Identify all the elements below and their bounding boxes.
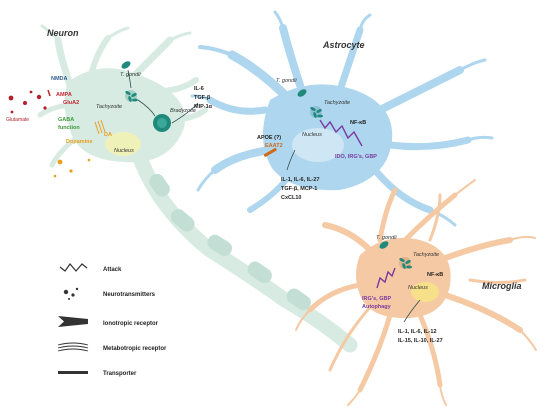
astrocyte-nfkb-label: NF-κB	[350, 120, 366, 126]
microglia-nucleus-label: Nucleus	[408, 285, 428, 291]
metabotropic-receptor-icon	[94, 119, 106, 135]
astrocyte-cytokines: IL-1, IL-6, IL-27 TGF-β, MCP-1 CxCL10	[281, 177, 320, 201]
neuron-title: Neuron	[47, 28, 79, 38]
neuron-parasite-icon	[121, 61, 131, 69]
microglia-cytokines: IL-1, IL-6, IL-12 IL-15, IL-10, IL-27	[398, 329, 443, 344]
astrocyte-tgondii-label: T. gondii	[276, 78, 297, 84]
microglia-cytokine-arrow	[403, 299, 421, 323]
microglia-tachyzoite-label: Tachyzoite	[413, 252, 439, 258]
attack-legend-icon	[59, 263, 88, 272]
microglia-nucleus	[411, 282, 439, 302]
metabotropic-legend-icon	[57, 342, 89, 352]
neurotransmitter-legend-icon	[63, 287, 79, 300]
neuron-nucleus-label: Nucleus	[114, 148, 134, 154]
astrocyte-title: Astrocyte	[322, 40, 365, 50]
microglia-title: Microglia	[482, 281, 522, 291]
neuron-cytokines: IL-6 TGF-β MIP-1α	[194, 86, 213, 110]
astrocyte-ido-label: IDO, IRG's, GBP	[335, 154, 377, 160]
microglia-nfkb-label: NF-κB	[427, 272, 443, 278]
astrocyte-parasite-icon	[297, 89, 307, 97]
astrocyte-attack-line	[319, 119, 363, 147]
gaba-label: GABA	[58, 117, 74, 123]
legend-neurotransmitters: Neurotransmitters	[103, 292, 156, 298]
ionotropic-legend-icon	[58, 316, 88, 327]
da-label: DA	[104, 132, 112, 138]
gaba-function-label: function	[58, 125, 80, 131]
neuron-bradyzoite-cyst	[153, 114, 171, 132]
glutamate-dots	[8, 90, 47, 114]
neuron-tachyzoite-cluster	[125, 90, 138, 102]
legend-ionotropic: Ionotropic receptor	[103, 321, 159, 327]
eaat2-label: EAAT2	[265, 143, 283, 149]
microglia-tgondii-label: T. gondii	[376, 235, 397, 241]
microglia-processes	[295, 179, 537, 406]
microglia-autophagy-label: Autophagy	[362, 304, 392, 310]
astrocyte-cytokine-arrow	[286, 149, 296, 171]
neuron-bradyzoite-label: Bradyzoite	[170, 108, 196, 114]
tachy-brady-arrow	[137, 99, 156, 117]
microglia-attack-line	[376, 267, 396, 289]
eaat2-transporter-icon	[263, 148, 277, 157]
svg-text:CxCL10: CxCL10	[281, 195, 301, 201]
dopamine-dots	[53, 158, 91, 178]
svg-text:IL-1, IL-6, IL-12: IL-1, IL-6, IL-12	[398, 329, 437, 335]
neuron-tgondii-label: T. gondii	[120, 72, 141, 78]
astrocyte-tachyzoite-label: Tachyzoite	[324, 100, 350, 106]
svg-text:IL-6: IL-6	[194, 86, 204, 92]
neuron-axon	[132, 150, 358, 353]
glua2-label: GluA2	[63, 100, 79, 106]
svg-text:TGF-β, MCP-1: TGF-β, MCP-1	[281, 186, 317, 192]
neuron-soma	[64, 68, 186, 163]
legend-attack: Attack	[103, 267, 122, 273]
legend: Attack Neurotransmitters Ionotropic rece…	[57, 263, 167, 377]
nmda-label: NMDA	[51, 76, 68, 82]
svg-text:IL-1, IL-6, IL-27: IL-1, IL-6, IL-27	[281, 177, 320, 183]
neuron-tachyzoite-label: Tachyzoite	[96, 104, 122, 110]
ampa-receptor	[47, 89, 51, 97]
microglia-irg-label: IRG's, GBP	[362, 296, 391, 302]
dopamine-label: Dopamine	[66, 139, 93, 145]
apoe-label: APOE (?)	[257, 135, 281, 141]
legend-metabotropic: Metabotropic receptor	[103, 346, 167, 352]
neuron-cell: Nucleus	[37, 24, 358, 353]
glutamate-label: Glutamate	[6, 117, 29, 123]
ampa-label: AMPA	[56, 92, 72, 98]
neuron-entry-arrow	[127, 69, 132, 89]
legend-transporter: Transporter	[103, 371, 137, 377]
neuron-cytokine-arrow	[171, 102, 199, 124]
microglia-cell: Nucleus	[295, 179, 537, 406]
astrocyte-nucleus	[292, 128, 344, 162]
svg-text:TGF-β: TGF-β	[194, 95, 211, 101]
astrocyte-cell: Nucleus	[190, 10, 494, 227]
microglia-parasite-icon	[379, 241, 389, 249]
svg-text:MIP-1α: MIP-1α	[194, 104, 213, 110]
neuron-nucleus	[105, 132, 141, 156]
astrocyte-nucleus-label: Nucleus	[302, 132, 322, 138]
astrocyte-processes	[190, 10, 494, 227]
myelin-sheaths	[149, 173, 311, 311]
astrocyte-tachyzoite-cluster	[310, 106, 323, 118]
transporter-legend-icon	[58, 371, 88, 374]
svg-text:IL-15, IL-10, IL-27: IL-15, IL-10, IL-27	[398, 338, 443, 344]
microglia-tachyzoite-cluster	[399, 257, 412, 269]
